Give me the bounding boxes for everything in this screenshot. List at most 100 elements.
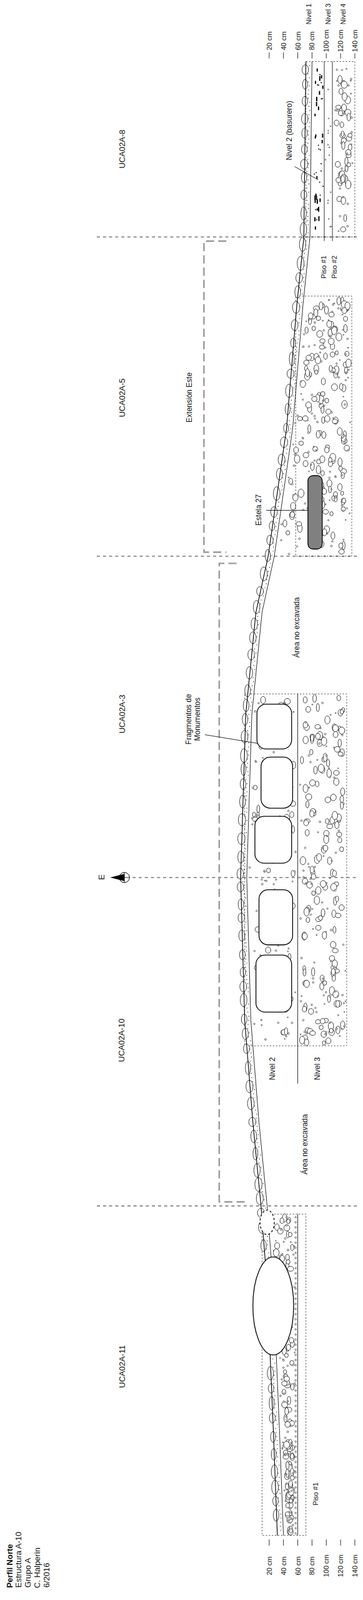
pebble xyxy=(252,677,254,678)
pebble xyxy=(347,376,349,378)
pebble xyxy=(253,664,254,666)
rock xyxy=(337,483,342,491)
pebble xyxy=(289,1443,292,1446)
rock xyxy=(331,383,339,391)
pebble xyxy=(336,363,338,365)
pebble xyxy=(246,970,247,972)
pebble xyxy=(291,416,292,417)
pebble xyxy=(294,1307,297,1310)
rock xyxy=(290,502,296,510)
pebble xyxy=(294,1389,297,1392)
pebble xyxy=(294,1262,297,1264)
rock xyxy=(311,326,315,331)
pebble xyxy=(350,78,353,80)
rock xyxy=(321,416,325,423)
pebble xyxy=(278,1476,280,1477)
pebble xyxy=(255,652,257,653)
pebble xyxy=(308,106,310,107)
rock xyxy=(286,1218,290,1224)
pebble xyxy=(292,443,294,445)
rock xyxy=(341,175,345,183)
rock xyxy=(303,721,308,728)
rock xyxy=(316,330,324,338)
refuse-fleck xyxy=(316,199,319,204)
pebble xyxy=(343,396,345,398)
pebble xyxy=(308,203,309,205)
pebble xyxy=(284,1237,287,1239)
refuse-fleck xyxy=(322,85,324,89)
pebble xyxy=(329,995,332,998)
rock xyxy=(315,732,321,740)
pebble xyxy=(320,81,322,84)
rock xyxy=(305,706,311,712)
rock xyxy=(281,1401,289,1408)
rock xyxy=(333,730,339,738)
pebble xyxy=(303,281,304,282)
pebble xyxy=(291,1021,294,1024)
pebble xyxy=(321,977,324,980)
feature-label: Piso #2 xyxy=(330,254,339,280)
rock xyxy=(283,1375,290,1381)
pebble xyxy=(293,395,294,397)
rock xyxy=(338,466,343,472)
rock xyxy=(299,222,307,237)
rock xyxy=(329,511,334,517)
pebble xyxy=(254,648,255,650)
rock xyxy=(332,948,339,953)
pebble xyxy=(253,1022,255,1025)
rock xyxy=(324,447,330,453)
pebble xyxy=(294,1215,297,1218)
pebble xyxy=(308,754,310,756)
rock xyxy=(308,1008,314,1015)
rock xyxy=(338,75,343,84)
pebble xyxy=(277,944,279,946)
scale-tick xyxy=(283,52,284,59)
refuse-fleck xyxy=(318,206,320,212)
pebble xyxy=(264,1207,266,1208)
pebble xyxy=(300,819,303,822)
pebble xyxy=(342,196,345,199)
pebble xyxy=(282,477,284,478)
pebble xyxy=(253,681,254,682)
pebble xyxy=(244,937,246,939)
rock xyxy=(314,369,319,375)
pebble xyxy=(306,199,308,201)
pebble xyxy=(285,1415,287,1417)
rock xyxy=(324,306,329,315)
pebble xyxy=(265,879,267,881)
pebble xyxy=(291,1489,293,1491)
pebble xyxy=(340,309,342,311)
pebble xyxy=(248,987,249,988)
pebble xyxy=(349,79,352,82)
pebble xyxy=(294,1501,297,1504)
pebble xyxy=(294,1351,296,1353)
rock xyxy=(260,696,266,704)
rock xyxy=(330,883,337,891)
pebble xyxy=(275,526,277,527)
rock xyxy=(239,967,245,977)
pebble xyxy=(303,277,304,279)
rock xyxy=(301,171,307,183)
pebble xyxy=(342,943,344,945)
rock xyxy=(340,1020,345,1030)
rock xyxy=(339,121,344,128)
pebble xyxy=(334,109,336,111)
pebble xyxy=(309,122,310,124)
refuse-fleck xyxy=(314,81,317,85)
rock xyxy=(236,867,244,879)
pebble xyxy=(293,1245,295,1247)
depth-label: 100 cm xyxy=(322,1552,331,1578)
pebble xyxy=(246,790,248,792)
pebble xyxy=(277,505,279,507)
pebble xyxy=(296,545,298,547)
pebble xyxy=(287,1016,289,1018)
pebble xyxy=(291,411,292,413)
pebble xyxy=(309,877,312,880)
rock xyxy=(306,917,310,923)
pebble xyxy=(276,1447,278,1449)
rock xyxy=(303,735,309,744)
rock xyxy=(240,992,248,1006)
rock xyxy=(334,745,340,752)
rock xyxy=(315,886,322,895)
pebble xyxy=(299,1033,302,1035)
